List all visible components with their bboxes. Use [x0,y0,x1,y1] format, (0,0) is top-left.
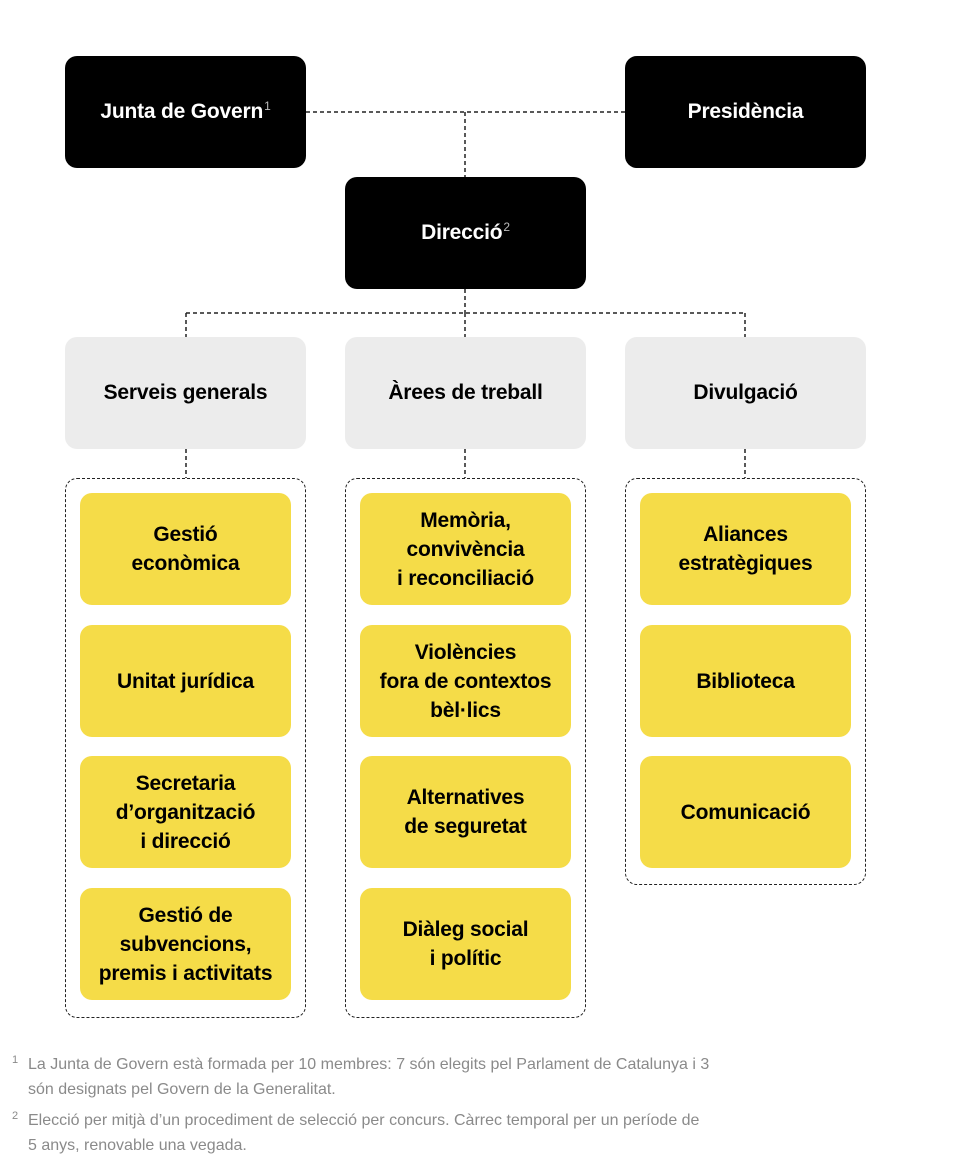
footnote-2: 2 Elecció per mitjà d’un procediment de … [12,1108,712,1158]
divulgacio-group [625,478,866,885]
divulgacio-header: Divulgació [625,337,866,449]
item-secretaria: Secretaria d’organització i direcció [80,756,291,868]
column-header-label: Divulgació [693,381,798,404]
arees-de-treball-group [345,478,586,1018]
footnote-number: 2 [12,1110,19,1122]
footnote-marker-1: 1 [264,99,271,113]
item-gestio-economica: Gestió econòmica [80,493,291,605]
footnote-1: 1 La Junta de Govern està formada per 10… [12,1052,712,1102]
direccio-label: Direcció [421,221,503,244]
footnotes: 1 La Junta de Govern està formada per 10… [12,1052,712,1164]
footnote-marker-2: 2 [503,220,510,234]
column-header-label: Àrees de treball [388,381,543,404]
item-alternatives: Alternatives de seguretat [360,756,571,868]
presidencia-label: Presidència [687,100,804,123]
item-unitat-juridica: Unitat jurídica [80,625,291,737]
footnote-text: Elecció per mitjà d’un procediment de se… [28,1112,700,1154]
item-comunicacio: Comunicació [640,756,851,868]
item-memoria: Memòria, convivència i reconciliació [360,493,571,605]
junta-de-govern-label: Junta de Govern [100,100,264,123]
presidencia-box: Presidència [625,56,866,168]
column-header-label: Serveis generals [103,381,268,404]
item-violencies: Violències fora de contextos bèl·lics [360,625,571,737]
arees-de-treball-header: Àrees de treball [345,337,586,449]
item-gestio-subvencions: Gestió de subvencions, premis i activita… [80,888,291,1000]
footnote-number: 1 [12,1054,19,1066]
serveis-generals-header: Serveis generals [65,337,306,449]
item-dialeg-social: Diàleg social i polític [360,888,571,1000]
item-aliances: Aliances estratègiques [640,493,851,605]
serveis-generals-group [65,478,306,1018]
footnote-text: La Junta de Govern està formada per 10 m… [28,1056,710,1098]
item-biblioteca: Biblioteca [640,625,851,737]
